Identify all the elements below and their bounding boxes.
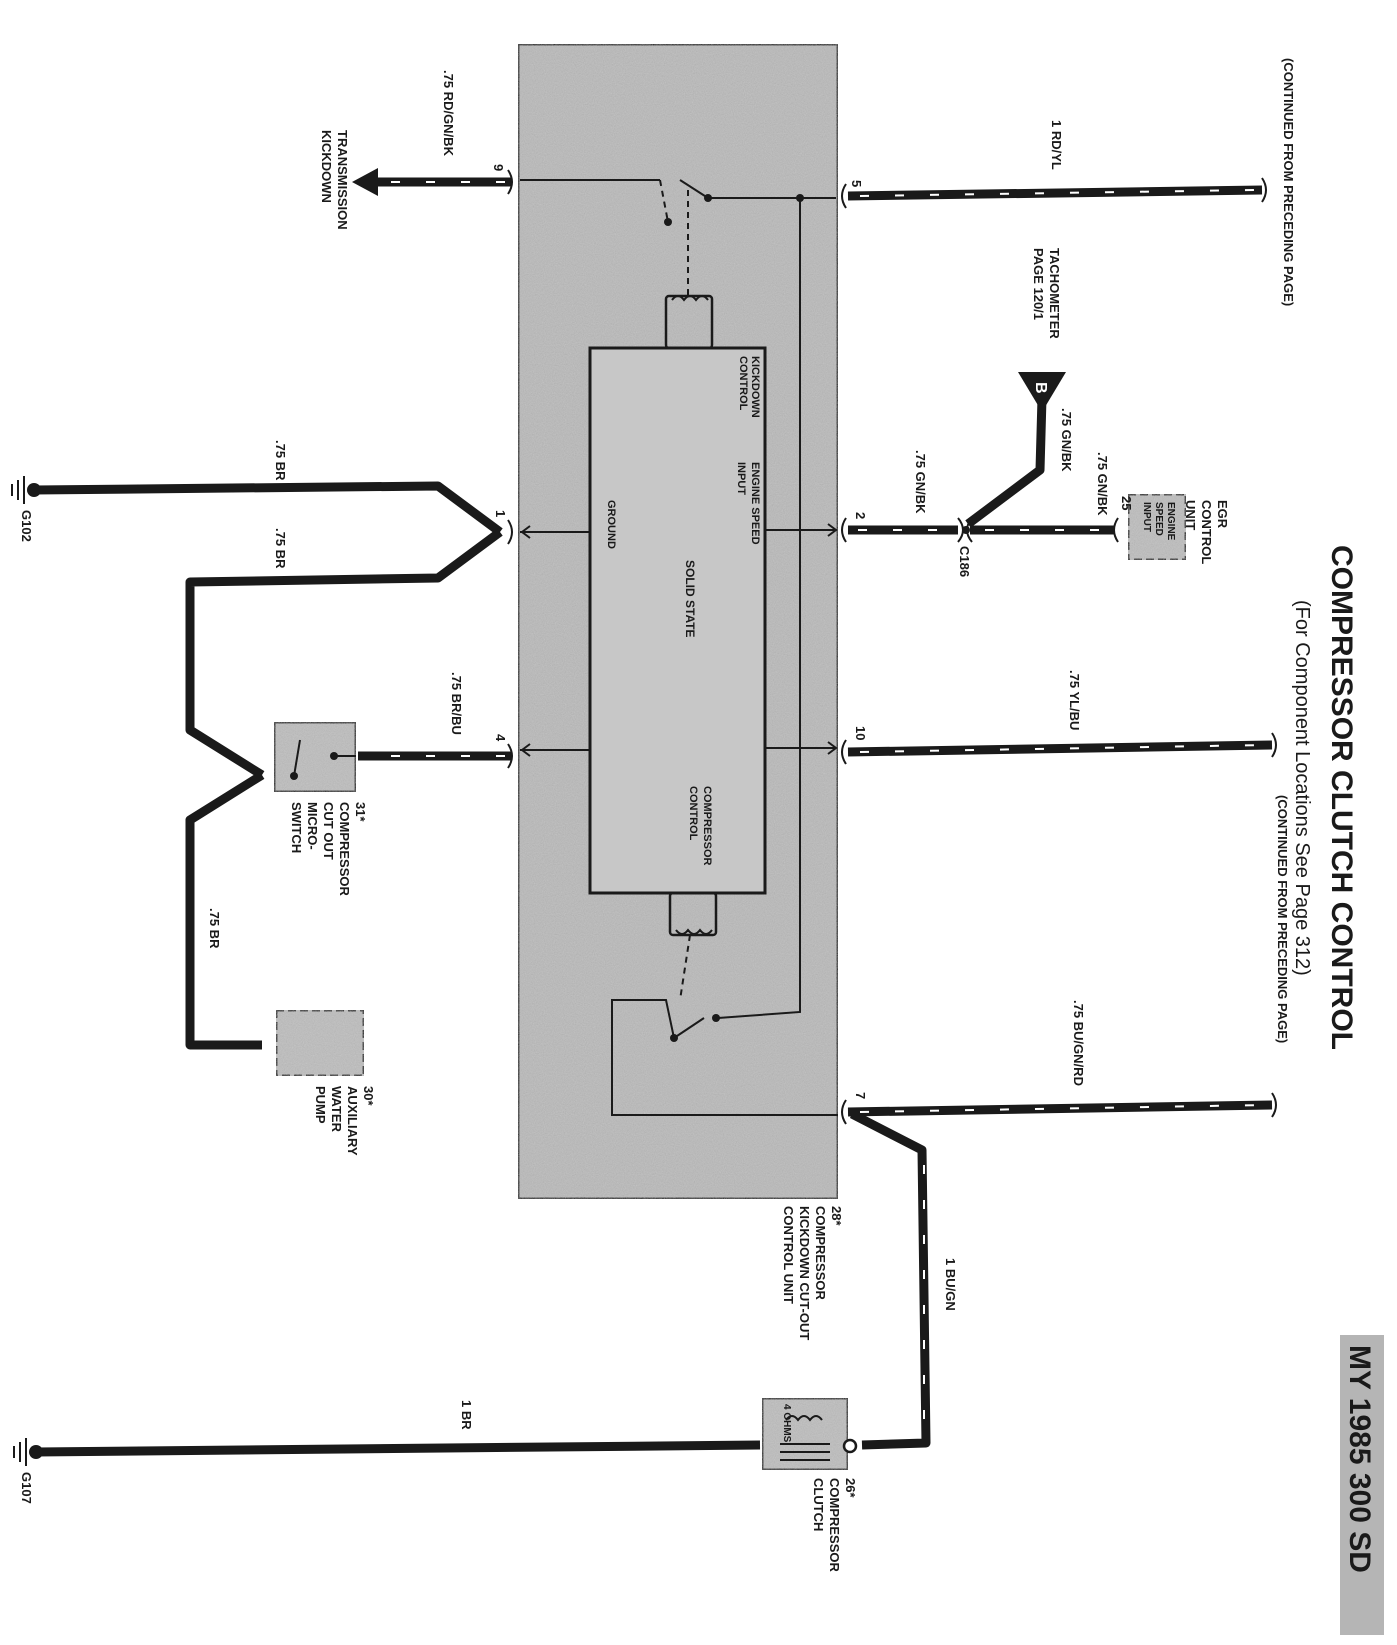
egr-label-1: EGR [1215, 500, 1230, 529]
micro-switch-label-2: CUT OUT [321, 802, 336, 860]
pin-4: 4 [493, 734, 508, 742]
continued-note-mid: (CONTINUED FROM PRECEDING PAGE) [1275, 795, 1290, 1043]
ground-g107: G107 [19, 1472, 34, 1504]
tachometer-label-1: TACHOMETER [1047, 248, 1062, 339]
egr-input-label-3: INPUT [1141, 502, 1152, 532]
inner-engine-speed-2: INPUT [735, 462, 747, 495]
wire-bu-gn-rd [847, 1100, 1273, 1117]
inner-kickdown-1: KICKDOWN [749, 356, 761, 418]
wire-label-br-g102: .75 BR [273, 440, 288, 481]
inner-ground: GROUND [605, 500, 617, 549]
micro-switch-label-3: MICRO- [305, 802, 320, 850]
wire-labels: .75 RD/GN/BK 1 RD/YL .75 GN/BK .75 GN/BK… [207, 70, 1110, 1430]
pin-brackets [507, 169, 1277, 1125]
continued-note-top: (CONTINUED FROM PRECEDING PAGE) [1281, 58, 1296, 306]
kickdown-arrow [352, 168, 378, 196]
wire-label-gn-bk-2: .75 GN/BK [913, 450, 928, 514]
wire-label-br-pump: .75 BR [207, 908, 222, 949]
transmission-label-1: TRANSMISSION [335, 130, 350, 230]
wire-label-bu-gn: 1 BU/GN [943, 1258, 958, 1311]
model-label: MY 1985 300 SD [1343, 1345, 1376, 1573]
inner-kickdown-2: CONTROL [737, 356, 749, 411]
ground-g102-symbol [11, 476, 41, 504]
egr-label-2: CONTROL [1199, 500, 1214, 564]
micro-switch-label-1: COMPRESSOR [337, 802, 352, 897]
connector-c186: C186 [957, 546, 972, 577]
wire-br-pump [185, 771, 265, 1050]
module-inner-labels: KICKDOWN CONTROL ENGINE SPEED INPUT GROU… [605, 356, 761, 866]
wire-label-br-g107: 1 BR [459, 1400, 474, 1430]
wire-label-br-switch: .75 BR [273, 528, 288, 569]
inner-compressor-1: COMPRESSOR [701, 786, 713, 866]
title-block: COMPRESSOR CLUTCH CONTROL (For Component… [1275, 58, 1384, 1635]
pump-label-3: PUMP [313, 1086, 328, 1124]
solid-state-block [588, 346, 767, 895]
wire-label-rd-yl: 1 RD/YL [1049, 120, 1064, 170]
auxiliary-water-pump [274, 1008, 366, 1078]
inner-solid-state: SOLID STATE [683, 560, 697, 638]
compressor-relay-coil [668, 891, 718, 937]
wire-yl-bu [847, 740, 1273, 757]
inner-compressor-2: CONTROL [687, 786, 699, 841]
pin-labels: 9 5 1 2 4 10 7 25 C186 B [491, 164, 1134, 1099]
transmission-label-2: KICKDOWN [319, 130, 334, 203]
page-title: COMPRESSOR CLUTCH CONTROL [1325, 545, 1358, 1050]
egr-label-3: UNIT [1183, 500, 1198, 530]
pump-number: 30* [361, 1086, 376, 1106]
micro-switch-label-4: SWITCH [289, 802, 304, 853]
ground-labels: G102 G107 [19, 510, 34, 1504]
tachometer-arrow [1018, 372, 1066, 412]
module-label-2: KICKDOWN CUT-OUT [797, 1206, 812, 1340]
tachometer-connector-letter: B [1032, 382, 1049, 394]
egr-input-label-2: SPEED [1153, 502, 1164, 536]
compressor-clutch [760, 1396, 858, 1472]
wire-label-yl-bu: .75 YL/BU [1067, 670, 1082, 730]
wire-label-gn-bk-egr: .75 GN/BK [1095, 452, 1110, 516]
module-label-3: CONTROL UNIT [781, 1206, 796, 1304]
micro-switch [272, 720, 358, 794]
clutch-label-2: CLUTCH [811, 1478, 826, 1531]
pin-5: 5 [849, 180, 864, 187]
pin-25: 25 [1119, 496, 1134, 510]
pump-label-2: WATER [329, 1086, 344, 1133]
component-labels: TRANSMISSION KICKDOWN TACHOMETER PAGE 12… [289, 130, 1230, 1573]
pin-2: 2 [853, 512, 868, 519]
wire-br-switch [185, 528, 503, 779]
ground-g107-symbol [13, 1438, 43, 1466]
wire-harness [33, 168, 1273, 1457]
wire-br-g107 [35, 1440, 761, 1457]
wire-label-rd-gn-bk: .75 RD/GN/BK [441, 70, 456, 157]
wire-label-br-bu: .75 BR/BU [449, 672, 464, 735]
ground-g102: G102 [19, 510, 34, 542]
micro-switch-number: 31* [353, 802, 368, 822]
wire-label-bu-gn-rd: .75 BU/GN/RD [1071, 1000, 1086, 1086]
clutch-label-1: COMPRESSOR [827, 1478, 842, 1573]
model-banner [1340, 1335, 1384, 1635]
page-subtitle: (For Component Locations See Page 312) [1291, 600, 1313, 976]
wire-label-gn-bk-tach: .75 GN/BK [1059, 408, 1074, 472]
module-number: 28* [829, 1206, 844, 1226]
pin-9: 9 [491, 164, 506, 171]
wire-gn-bk-tach [965, 397, 1047, 528]
inner-engine-speed-1: ENGINE SPEED [749, 462, 761, 545]
clutch-resistance: 4 OHMS [781, 1404, 792, 1443]
wire-br-g102 [33, 481, 503, 536]
pin-7: 7 [853, 1092, 868, 1099]
egr-control-unit [1126, 492, 1188, 562]
pin-1: 1 [493, 510, 508, 517]
tachometer-label-2: PAGE 120/1 [1031, 248, 1046, 320]
wire-bu-gn [849, 1109, 931, 1450]
egr-input-label-1: ENGINE [1165, 502, 1176, 541]
control-module [516, 42, 840, 1201]
pin-10: 10 [853, 726, 868, 740]
module-label-1: COMPRESSOR [813, 1206, 828, 1301]
wire-rd-yl [847, 185, 1263, 201]
pump-label-1: AUXILIARY [345, 1086, 360, 1156]
clutch-number: 26* [843, 1478, 858, 1498]
